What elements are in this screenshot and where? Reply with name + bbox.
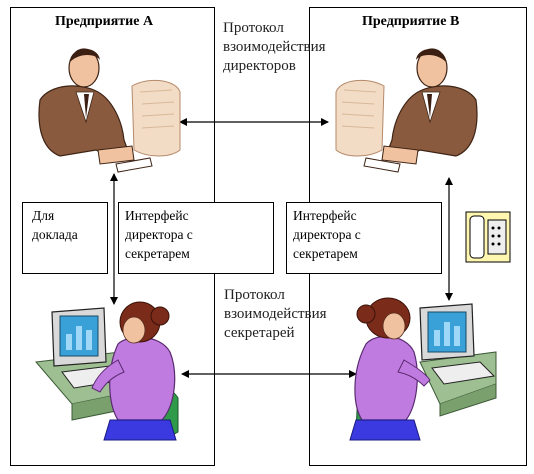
interface-a-box: Интерфейс директора с секретарем (118, 202, 274, 274)
interface-b-line: Интерфейс (293, 208, 357, 223)
secretaries-protocol-label: Протокол взоимодействия секретарей (224, 286, 327, 343)
enterprise-b-title: Предприятие В (362, 14, 460, 29)
directors-protocol-line: Протокол (223, 20, 284, 36)
report-box-line: доклада (32, 227, 78, 242)
woman-at-computer-icon (349, 297, 497, 441)
woman-at-computer-icon (35, 301, 179, 441)
directors-protocol-label: Протокол взоимодействия директоров (223, 19, 326, 76)
interface-b-box: Интерфейс директора с секретарем (286, 202, 442, 274)
report-box: Для доклада (22, 202, 108, 274)
directors-protocol-line: директоров (223, 58, 296, 74)
interface-b-line: директора с (293, 227, 361, 242)
secretaries-protocol-line: Протокол (224, 287, 285, 303)
businessman-at-computer-icon (335, 48, 478, 173)
interface-a-line: секретарем (125, 246, 190, 261)
secretaries-protocol-line: взоимодействия (224, 306, 327, 322)
interface-b-line: секретарем (293, 246, 358, 261)
directors-protocol-line: взоимодействия (223, 39, 326, 55)
businessman-at-computer-icon (38, 48, 181, 173)
report-box-line: Для (32, 208, 55, 223)
interface-a-line: Интерфейс (125, 208, 189, 223)
enterprise-a-title: Предприятие А (55, 14, 154, 29)
telephone-icon (465, 211, 511, 263)
secretaries-protocol-line: секретарей (224, 325, 295, 341)
interface-a-line: директора с (125, 227, 193, 242)
